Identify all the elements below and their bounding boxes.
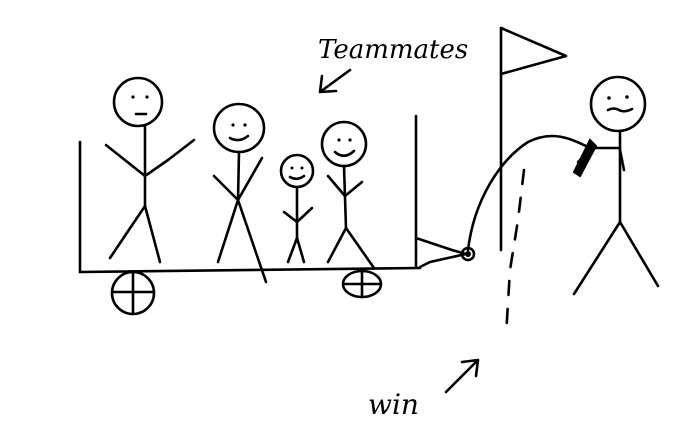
cart <box>78 114 476 316</box>
finish-line <box>504 168 526 338</box>
puller-figure <box>572 75 660 296</box>
teammate-figure-1 <box>104 76 196 264</box>
hitch-pin <box>465 251 471 257</box>
tow-rope <box>466 134 592 252</box>
goal-flag <box>499 26 568 252</box>
teammates-label: Teammates <box>318 35 468 65</box>
win-label: win <box>368 388 419 421</box>
win-arrow <box>444 358 480 394</box>
teammate-figure-4 <box>320 120 376 270</box>
pen-icon <box>572 138 598 178</box>
teammate-figure-3 <box>279 153 315 264</box>
cart-hitch <box>414 236 468 269</box>
teammate-figure-2 <box>212 102 268 284</box>
cart-wheel-left <box>110 270 156 316</box>
teammates-arrow <box>318 68 352 94</box>
cart-wheel-right <box>341 269 383 299</box>
